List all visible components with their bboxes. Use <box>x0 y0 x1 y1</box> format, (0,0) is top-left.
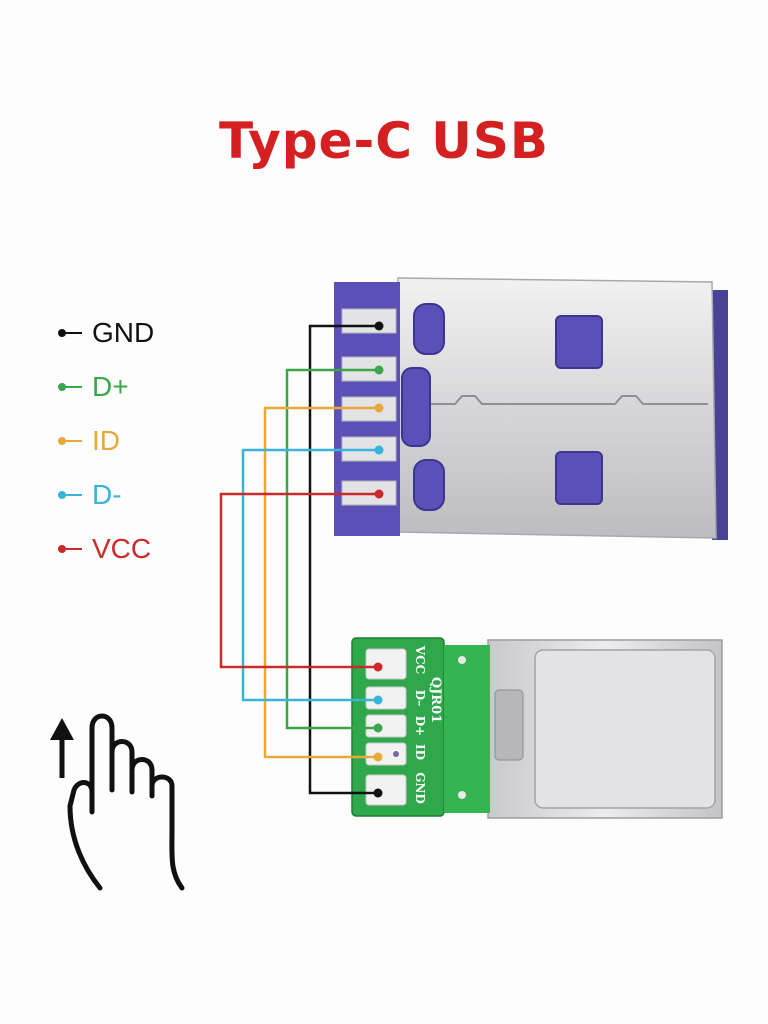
legend-label-dplus: D+ <box>92 371 129 402</box>
pcb-pad-id <box>365 742 407 766</box>
wires <box>219 324 379 795</box>
usb-a-window-bottom <box>555 451 603 505</box>
dot-usb-c-dplus <box>373 723 383 733</box>
usb-a-seam <box>408 395 708 405</box>
wire-id <box>263 406 379 759</box>
legend-item-gnd: GND <box>56 306 154 360</box>
legend-item-dminus: D- <box>56 468 154 522</box>
pcb-label-id: ID <box>413 744 427 760</box>
legend-marker-dminus <box>56 490 82 500</box>
dot-usb-c-vcc <box>373 662 383 672</box>
legend: GND D+ ID D- VCC <box>56 306 154 576</box>
legend-label-dminus: D- <box>92 479 122 510</box>
wire-dots <box>373 321 384 798</box>
usb-a-latch-2 <box>401 367 431 447</box>
legend-label-vcc: VCC <box>92 533 152 564</box>
pcb-label-gnd: GND <box>413 772 427 804</box>
usb-a-connector-image <box>334 277 728 540</box>
diagram-title: Type-C USB <box>218 112 550 170</box>
pcb-label-dminus: D– <box>413 690 427 706</box>
legend-item-vcc: VCC <box>56 522 154 576</box>
pcb-label-vcc: VCC <box>413 645 427 674</box>
legend-marker-gnd <box>56 328 82 338</box>
pcb-edge <box>444 645 490 813</box>
pcb-brand-label: QJR01 <box>428 677 443 723</box>
up-arrow-icon <box>50 718 74 778</box>
pcb-pad-gnd <box>365 774 407 806</box>
usb-a-latch-1 <box>413 303 445 355</box>
legend-marker-id <box>56 436 82 446</box>
pcb-pad-vcc <box>365 648 407 680</box>
usb-a-side-tab <box>712 290 728 540</box>
legend-marker-vcc <box>56 544 82 554</box>
wire-gnd <box>308 324 379 795</box>
legend-marker-dplus <box>56 382 82 392</box>
usb-c-clip <box>494 689 524 761</box>
hand-pointer-icon <box>67 713 185 891</box>
wire-vcc <box>219 492 379 669</box>
usb-c-breakout-image: QJR01 VCC D– D+ ID GND <box>351 637 723 819</box>
usb-a-pin-gnd <box>341 308 397 334</box>
dot-usb-a-vcc <box>374 489 384 499</box>
legend-label-gnd: GND <box>92 317 155 348</box>
dot-usb-c-dminus <box>373 695 383 705</box>
dot-usb-c-gnd <box>373 788 383 798</box>
pcb-pad-dplus <box>365 714 407 738</box>
dot-usb-c-id <box>373 752 383 762</box>
usb-a-window-top <box>555 315 603 369</box>
wire-dplus <box>285 368 379 730</box>
usb-c-plug-face <box>534 649 716 809</box>
dot-usb-a-dminus <box>374 445 384 455</box>
dot-usb-a-gnd <box>374 321 384 331</box>
usb-a-latch-3 <box>413 459 445 511</box>
legend-label-id: ID <box>92 425 120 456</box>
dot-usb-a-dplus <box>374 365 384 375</box>
pcb-pad-dminus <box>365 686 407 710</box>
wire-dminus <box>241 448 379 702</box>
legend-item-id: ID <box>56 414 154 468</box>
dot-usb-a-id <box>374 403 384 413</box>
legend-item-dplus: D+ <box>56 360 154 414</box>
pcb-label-dplus: D+ <box>413 716 427 736</box>
